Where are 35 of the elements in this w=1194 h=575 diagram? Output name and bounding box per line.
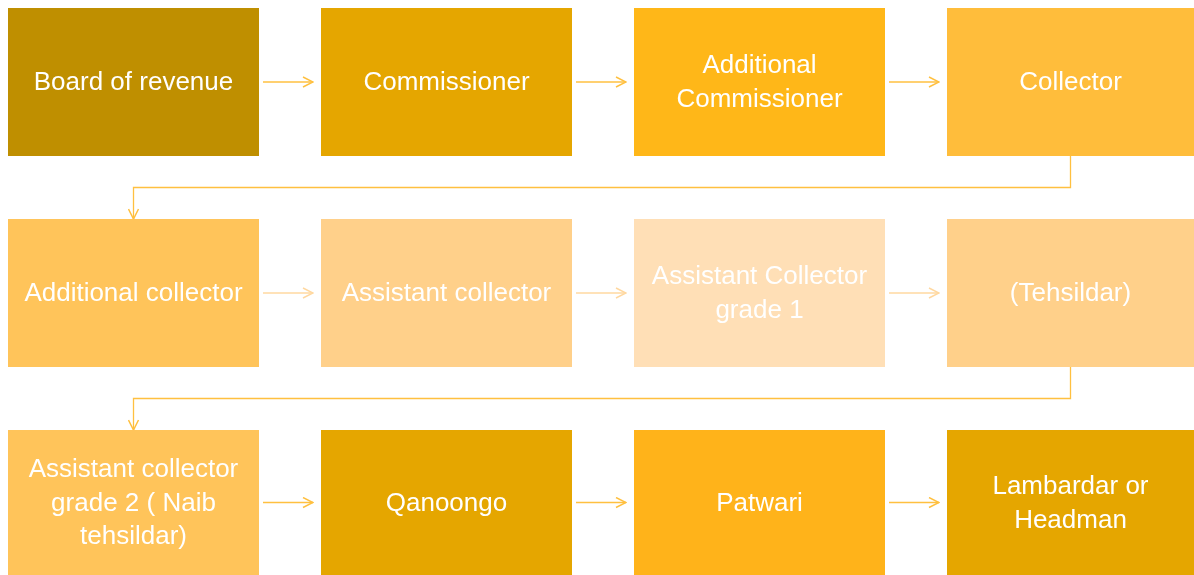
box-label: Assistant collector [341, 276, 552, 310]
box-label: Additional collector [24, 276, 243, 310]
box-label: Assistant collector grade 2 ( Naib tehsildar) [27, 451, 240, 553]
process-box [8, 219, 259, 367]
process-box [321, 8, 572, 156]
box-label: Collector [1019, 65, 1122, 99]
arrow [127, 366, 1072, 431]
process-box [321, 430, 572, 575]
arrow [888, 76, 940, 88]
arrow [262, 76, 314, 88]
box-label: Qanoongo [385, 485, 508, 519]
box-label: Lambardar or Headman [991, 468, 1150, 536]
box-label: Patwari [716, 485, 803, 519]
process-box [634, 430, 885, 575]
process-box [947, 219, 1194, 367]
process-box [947, 430, 1194, 575]
box-label: Board of revenue [33, 65, 234, 99]
arrow [262, 287, 314, 299]
box-label: (Tehsildar) [1009, 276, 1132, 310]
arrow [888, 496, 940, 509]
process-box [8, 430, 259, 575]
arrow [575, 287, 627, 299]
arrow [575, 496, 627, 509]
process-box [634, 219, 885, 367]
box-label: Commissioner [363, 65, 530, 99]
arrow [262, 496, 314, 509]
process-box [634, 8, 885, 156]
arrow [575, 76, 627, 88]
arrow [127, 155, 1072, 220]
arrow [888, 287, 940, 299]
process-box [321, 219, 572, 367]
box-label: Additional Commissioner [675, 48, 844, 115]
process-box [947, 8, 1194, 156]
box-label: Assistant Collector grade 1 [650, 259, 869, 326]
process-box [8, 8, 259, 156]
